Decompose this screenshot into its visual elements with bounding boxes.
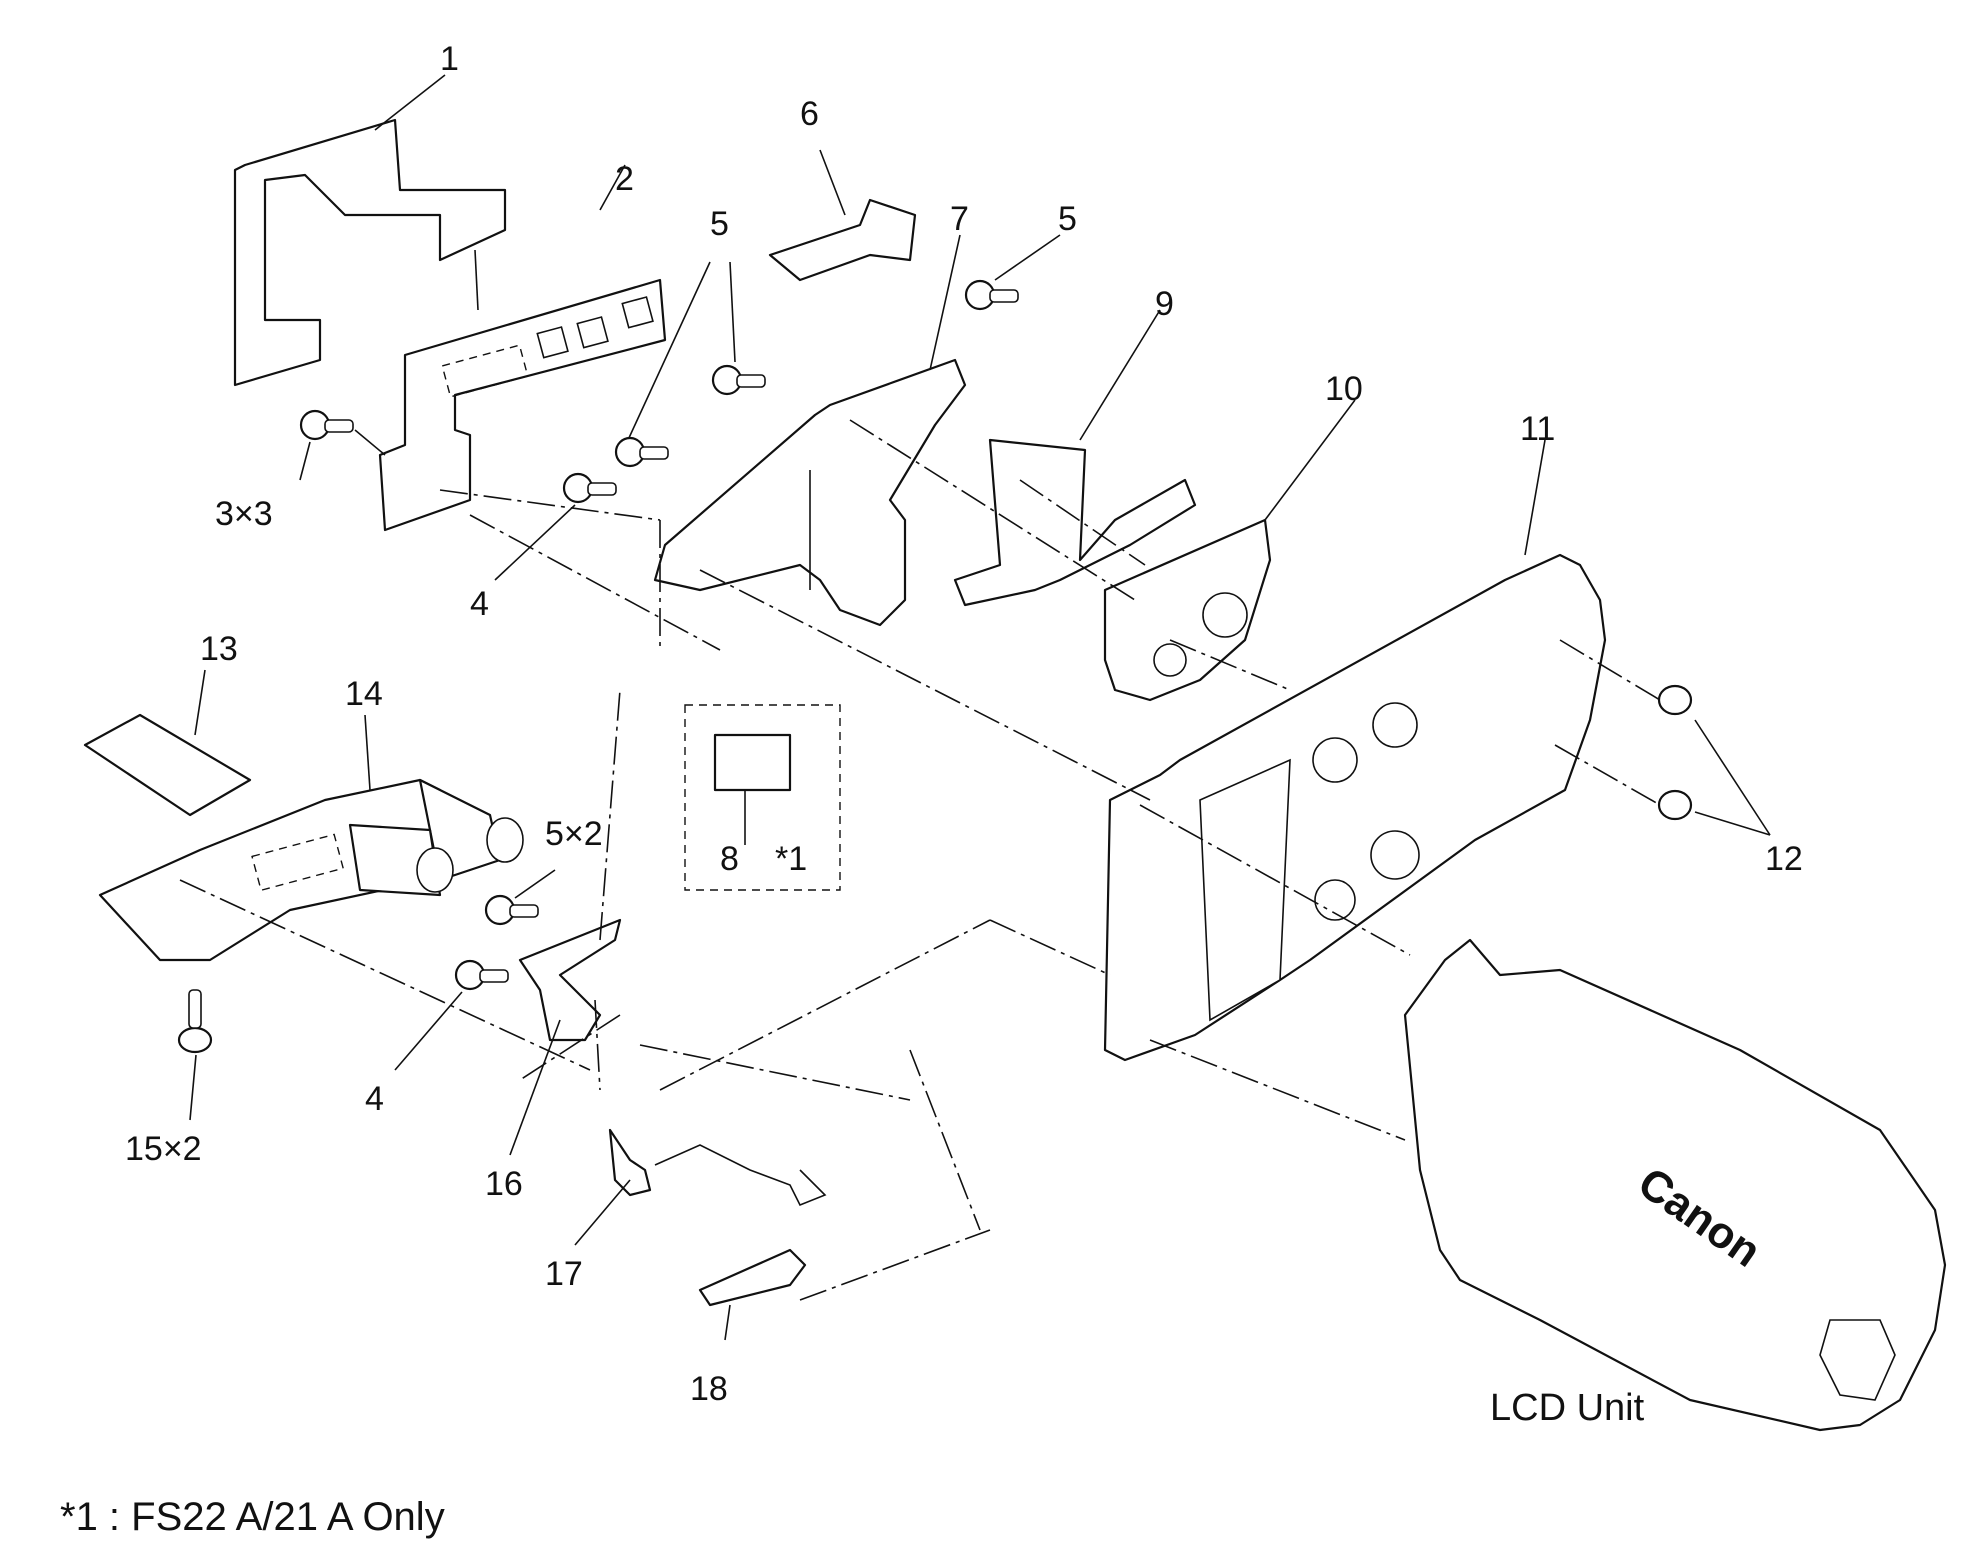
bracket-part-9 [953,309,1197,607]
board-part-13 [83,669,252,817]
flex-cable-part-1 [233,74,507,387]
callout-6: 6 [800,95,819,133]
screw-part-4-upper [494,472,617,581]
callout-labels: 1 2 3×3 4 4 5 5 5×2 6 7 8 *1 9 10 11 12 … [125,40,1803,1408]
assembly-center-lines [179,419,1661,1301]
lcd-unit-label: LCD Unit [1490,1387,1645,1429]
screw-part-5-c [964,234,1061,311]
callout-12: 12 [1765,840,1803,878]
callout-9: 9 [1155,285,1174,323]
caps-part-12 [1657,684,1771,836]
audio-board-part-14 [98,714,524,962]
callout-2: 2 [615,160,634,198]
callout-16: 16 [485,1165,523,1203]
mechanism-part-10 [1103,399,1356,702]
callout-14: 14 [345,675,383,713]
callout-4-lower: 4 [365,1080,384,1118]
callout-8: 8 [720,840,739,878]
footnote: *1 : FS22 A/21 A Only [60,1495,445,1539]
callout-4-upper: 4 [470,585,489,623]
screw-part-15 [177,989,213,1121]
callout-7: 7 [950,200,969,238]
callout-5-right: 5 [1058,200,1077,238]
bracket-part-16 [509,918,622,1156]
screw-part-5-b [614,436,669,468]
optional-part-8 [684,704,841,891]
callout-11: 11 [1520,410,1555,448]
screw-part-5-a [627,261,766,441]
callout-18: 18 [690,1370,728,1408]
lcd-unit: Canon [1403,938,1947,1432]
callout-3: 3×3 [215,495,273,533]
screw-part-3 [299,409,386,481]
callout-1: 1 [440,40,459,78]
frame-part-7 [653,234,967,627]
callout-15: 15×2 [125,1130,202,1168]
callout-17: 17 [545,1255,583,1293]
callout-13: 13 [200,630,238,668]
wire-harness-part-17 [574,1128,827,1246]
screw-part-5-d [484,869,556,926]
cover-part-18 [698,1248,807,1341]
circuit-board-part-2 [378,164,667,532]
callout-8-note: *1 [775,840,807,878]
screw-part-4-lower [394,959,509,1071]
callout-5x2: 5×2 [545,815,603,853]
callout-5-left: 5 [710,205,729,243]
callout-10: 10 [1325,370,1363,408]
chassis-part-11 [1103,439,1607,1062]
flex-part-6 [768,149,917,282]
